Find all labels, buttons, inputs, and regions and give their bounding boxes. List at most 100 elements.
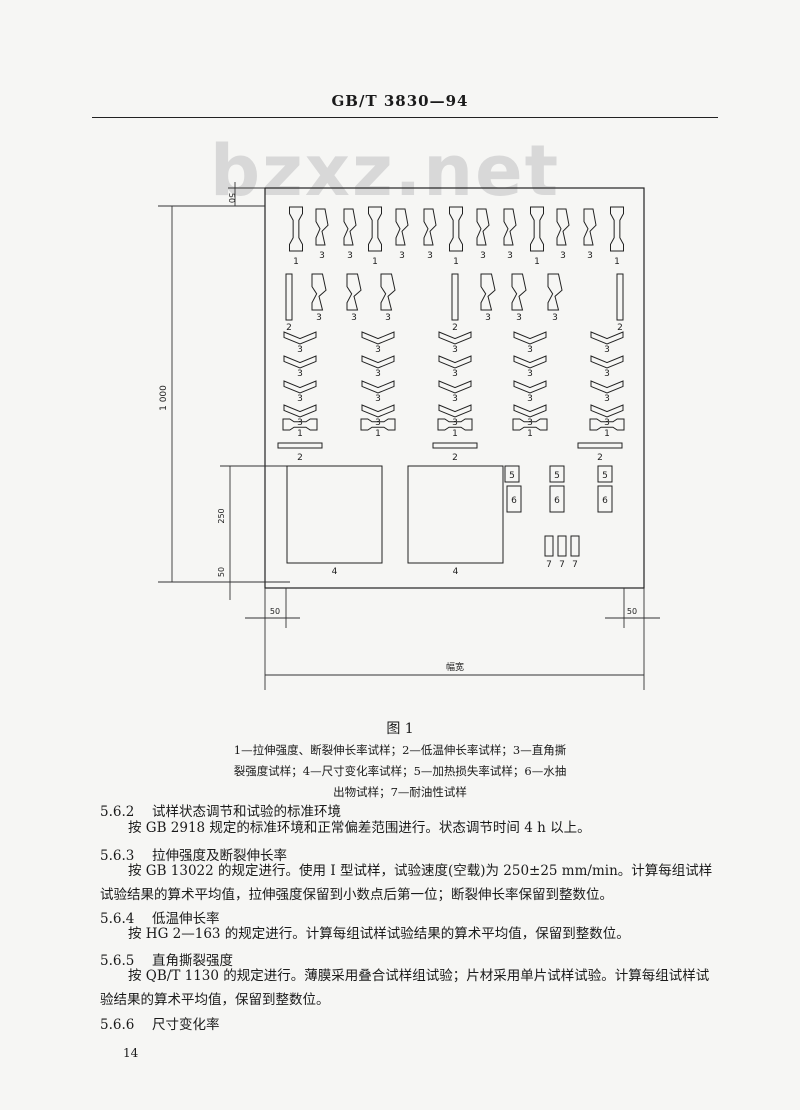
section-title: 试样状态调节和试验的标准环境 [152, 804, 341, 820]
legend-line-1: 1—拉伸强度、断裂伸长率试样；2—低温伸长率试样；3—直角撕 [233, 743, 567, 757]
oil-specimen [570, 535, 580, 557]
tear-specimen [438, 355, 472, 369]
dumbbell-specimen [289, 206, 303, 252]
specimen-number: 1 [297, 429, 303, 439]
section-number: 5.6.3 [100, 848, 135, 864]
specimen-number: 3 [375, 345, 381, 355]
specimen-number: 3 [485, 313, 491, 323]
box-specimen-5 [504, 465, 520, 483]
specimen-number: 3 [452, 345, 458, 355]
specimen-number: 3 [452, 394, 458, 404]
dumbbell-specimen [512, 418, 548, 431]
strip-specimen [616, 273, 624, 321]
specimen-number: 1 [293, 257, 299, 267]
specimen-number: 5 [554, 471, 560, 481]
dimension-label-width: 幅宽 [446, 661, 464, 673]
dimension-label-height: 1 000 [159, 385, 169, 411]
tear-specimen [423, 208, 437, 246]
strip-specimen [451, 273, 459, 321]
dumbbell-specimen [282, 418, 318, 431]
tear-specimen [438, 331, 472, 345]
box-specimen-5 [549, 465, 565, 483]
specimen-number: 3 [604, 394, 610, 404]
specimen-number: 1 [452, 429, 458, 439]
dimension-label-right: 50 [627, 607, 637, 616]
header-rule [92, 117, 718, 118]
dumbbell-specimen [449, 206, 463, 252]
specimen-number: 7 [559, 560, 565, 570]
section-number: 5.6.6 [100, 1017, 135, 1033]
tear-specimen [590, 380, 624, 394]
strip-specimen [577, 442, 623, 449]
box-specimen-6 [506, 485, 522, 513]
sheet-outline [264, 187, 645, 589]
specimen-number: 3 [604, 345, 610, 355]
tear-specimen [590, 355, 624, 369]
specimen-number: 4 [332, 567, 338, 577]
specimen-number: 3 [297, 418, 303, 428]
specimen-number: 1 [372, 257, 378, 267]
specimen-number: 3 [480, 251, 486, 261]
tear-specimen [311, 273, 327, 311]
tear-specimen [556, 208, 570, 246]
tear-specimen [513, 331, 547, 345]
dimension-label-250: 250 [217, 508, 226, 523]
specimen-number: 3 [552, 313, 558, 323]
specimen-number: 5 [602, 471, 608, 481]
specimen-number: 6 [511, 496, 517, 506]
dumbbell-specimen [437, 418, 473, 431]
specimen-number: 2 [597, 453, 603, 463]
specimen-number: 2 [286, 323, 292, 333]
specimen-number: 2 [452, 453, 458, 463]
specimen-number: 3 [375, 369, 381, 379]
section-number: 5.6.5 [100, 953, 135, 969]
section-body: 按 GB 2918 规定的标准环境和正常偏差范围进行。状态调节时间 4 h 以上… [128, 820, 591, 836]
specimen-number: 3 [427, 251, 433, 261]
tear-specimen [590, 404, 624, 418]
page-number: 14 [123, 1046, 139, 1060]
specimen-number: 1 [527, 429, 533, 439]
specimen-number: 3 [604, 418, 610, 428]
specimen-number: 4 [453, 567, 459, 577]
specimen-number: 2 [297, 453, 303, 463]
section-title: 低温伸长率 [152, 911, 220, 927]
specimen-number: 3 [604, 369, 610, 379]
section-number: 5.6.2 [100, 804, 135, 820]
specimen-number: 3 [297, 369, 303, 379]
tear-specimen [283, 355, 317, 369]
specimen-number: 3 [452, 369, 458, 379]
specimen-number: 3 [316, 313, 322, 323]
specimen-number: 3 [507, 251, 513, 261]
legend-line-3: 出物试样；7—耐油性试样 [333, 785, 467, 799]
specimen-number: 3 [375, 418, 381, 428]
figure-title: 图 1 [386, 721, 414, 737]
strip-specimen [277, 442, 323, 449]
tear-specimen [346, 273, 362, 311]
specimen-number: 2 [617, 323, 623, 333]
specimen-number: 3 [375, 394, 381, 404]
specimen-number: 7 [546, 560, 552, 570]
section-body: 按 HG 2—163 的规定进行。计算每组试样试验结果的算术平均值，保留到整数位… [128, 926, 630, 942]
specimen-number: 6 [554, 496, 560, 506]
tear-specimen [513, 355, 547, 369]
tear-specimen [547, 273, 563, 311]
tear-specimen [583, 208, 597, 246]
specimen-number: 1 [375, 429, 381, 439]
dumbbell-specimen [368, 206, 382, 252]
tear-specimen [283, 380, 317, 394]
specimen-number: 3 [399, 251, 405, 261]
specimen-number: 1 [453, 257, 459, 267]
box-specimen-6 [597, 485, 613, 513]
specimen-number: 6 [602, 496, 608, 506]
tear-specimen [343, 208, 357, 246]
standard-code-header: GB/T 3830—94 [331, 92, 469, 110]
tear-specimen [380, 273, 396, 311]
strip-specimen [285, 273, 293, 321]
tear-specimen [476, 208, 490, 246]
tear-specimen [361, 331, 395, 345]
